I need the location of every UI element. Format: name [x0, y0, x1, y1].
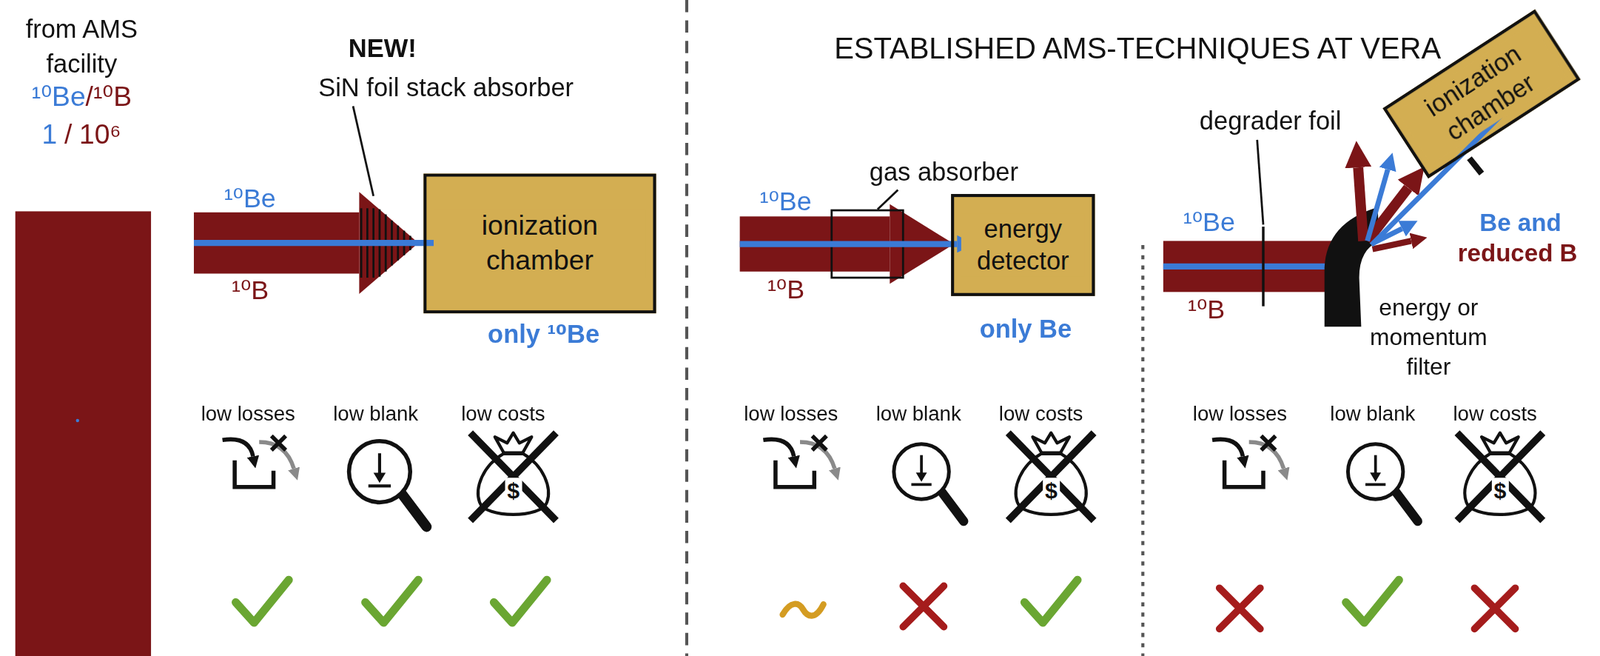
- be-dot: [76, 418, 80, 422]
- ratio-row: ¹⁰Be/¹⁰B: [31, 81, 132, 114]
- isotope-label: ¹⁰B: [767, 274, 805, 305]
- check-mark: [1024, 579, 1078, 623]
- dollar-sign: $: [505, 477, 522, 504]
- isotope-label: ¹⁰Be: [1183, 207, 1236, 238]
- ratio-block: [15, 210, 151, 656]
- money-bag-icon: [1457, 432, 1544, 521]
- criterion-label: low costs: [461, 401, 545, 426]
- dollar-sign: $: [1491, 477, 1509, 504]
- cross-mark: [902, 585, 944, 627]
- detector-fill: [950, 193, 1095, 297]
- isotope-label: ¹⁰Be: [760, 186, 812, 217]
- criterion-label: low blank: [1329, 401, 1415, 426]
- leader-line: [1257, 139, 1264, 225]
- box-text: ionization chamber: [433, 208, 647, 278]
- be-path: [740, 240, 958, 247]
- energy-detector: energy detector: [950, 193, 1095, 297]
- check-mark: [493, 579, 547, 623]
- isotope-label: ¹⁰Be: [224, 183, 277, 214]
- magnifier-icon: [1347, 444, 1418, 521]
- magnifier-icon: [893, 444, 964, 521]
- leader-line: [877, 189, 899, 209]
- isotope-label: ¹⁰B: [1187, 294, 1225, 325]
- cross-mark: [1219, 587, 1261, 629]
- degrader-foil: [1261, 226, 1265, 307]
- loss-icon: [222, 435, 295, 487]
- source-label: from AMS facility: [10, 11, 154, 81]
- part-label: gas absorber: [869, 156, 1019, 187]
- check-mark: [236, 579, 290, 623]
- ionization-chamber: ionization chamber: [423, 173, 656, 314]
- ratio-part: ¹⁰B: [93, 81, 132, 114]
- chamber-fill: [423, 173, 656, 314]
- part-label: energy or momentum filter: [1364, 292, 1492, 382]
- criterion-label: low blank: [876, 401, 962, 426]
- money-bag-icon: [470, 432, 557, 521]
- deflected-b: [1358, 167, 1364, 241]
- criterion-label: low blank: [333, 401, 419, 426]
- box-text: energy detector: [961, 213, 1085, 277]
- ratio-part: /: [85, 81, 94, 114]
- ratio-part: 1: [42, 119, 58, 151]
- result-label: only ¹⁰Be: [487, 318, 600, 349]
- section-heading: NEW!: [348, 33, 417, 63]
- loss-icon: [1212, 435, 1284, 487]
- ratio-part: ¹⁰Be: [31, 81, 86, 114]
- section-divider: [1141, 244, 1145, 656]
- criterion-label: low losses: [1192, 401, 1287, 426]
- result-label: Be and: [1479, 207, 1561, 237]
- check-mark: [365, 579, 419, 623]
- leader-line: [353, 105, 374, 196]
- ion-beam: [1163, 240, 1333, 292]
- ratio-row: 1/10⁶: [42, 119, 122, 151]
- result-label: only Be: [979, 313, 1073, 344]
- isotope-label: ¹⁰B: [231, 275, 269, 306]
- check-mark: [1346, 579, 1400, 623]
- criterion-label: low costs: [999, 401, 1083, 426]
- ratio-part: 10⁶: [79, 119, 122, 151]
- aperture: [1469, 158, 1483, 174]
- section-divider: [685, 0, 689, 656]
- criterion-label: low losses: [201, 401, 296, 426]
- be-path: [1163, 263, 1331, 270]
- cross-mark: [1474, 587, 1515, 629]
- part-label: SiN foil stack absorber: [318, 71, 574, 102]
- loss-icon: [762, 435, 835, 487]
- criterion-label: low costs: [1452, 401, 1537, 426]
- magnifier-icon: [349, 441, 428, 527]
- dollar-sign: $: [1042, 477, 1060, 504]
- partial-mark: [782, 603, 824, 616]
- result-label: reduced B: [1457, 239, 1578, 268]
- section-heading: ESTABLISHED AMS-TECHNIQUES AT VERA: [834, 31, 1441, 66]
- money-bag-icon: [1007, 432, 1094, 521]
- part-label: degrader foil: [1199, 105, 1342, 136]
- ratio-part: /: [64, 119, 72, 151]
- criterion-label: low losses: [743, 401, 838, 426]
